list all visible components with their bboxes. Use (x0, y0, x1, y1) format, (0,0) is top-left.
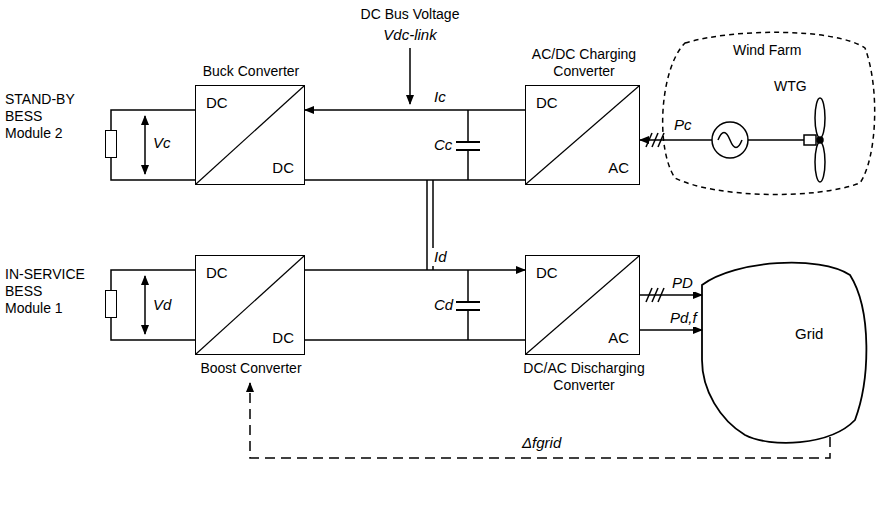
grid-cloud: Grid (700, 260, 870, 445)
port-type: DC (536, 264, 558, 281)
capacitor-plate (456, 301, 480, 303)
hub (817, 137, 823, 143)
capacitor-label: Cc (434, 136, 452, 153)
dc-link-tie (426, 180, 428, 270)
voltage-symbol: Vc (153, 134, 171, 151)
converter-box: AC/DC Charging ConverterDCAC (525, 85, 640, 185)
grid-boundary (702, 263, 866, 443)
power-connector (305, 269, 525, 271)
diagonal-line (526, 256, 639, 354)
diagonal-line (196, 256, 304, 354)
bus-wire (111, 318, 195, 340)
port-type: DC (206, 94, 228, 111)
generator-circle (712, 122, 748, 158)
grid-outline (700, 260, 870, 445)
power-connector (305, 109, 525, 111)
voltage-symbol: Vdc-link (360, 26, 460, 43)
turbine-label: WTG (774, 78, 807, 95)
diagonal-line (196, 86, 304, 184)
bus-wire (111, 158, 195, 180)
wind-turbine: WTG (712, 78, 852, 190)
capacitor-plate (456, 141, 480, 143)
power-connector (640, 139, 712, 141)
converter-box: Boost ConverterDCDC (195, 255, 305, 355)
converter-box: Buck ConverterDCDC (195, 85, 305, 185)
flow-label: Pc (672, 116, 694, 134)
turbine-drawing (712, 78, 852, 190)
battery-module: STAND-BY BESS Module 2 (105, 130, 117, 158)
nacelle (804, 135, 816, 145)
power-connector (111, 110, 195, 130)
port-type: DC (272, 159, 294, 176)
flow-label: Id (432, 248, 449, 266)
pointer-arrow (409, 48, 411, 104)
shaft-line (748, 139, 808, 141)
bus-wire (305, 339, 525, 341)
voltage-arrow (144, 276, 146, 334)
feedback-signal (250, 383, 830, 458)
blade (815, 142, 825, 182)
port-type: DC (206, 264, 228, 281)
module-label: IN-SERVICE BESS Module 1 (5, 266, 89, 317)
converter-title: AC/DC Charging Converter (519, 46, 649, 80)
capacitor-lead (467, 150, 469, 180)
voltage-arrow (144, 116, 146, 174)
capacitor-lead (467, 270, 469, 302)
diagonal-line (526, 86, 639, 184)
port-type: DC (272, 329, 294, 346)
region-label: Wind Farm (733, 42, 801, 59)
flow-label: Pd,f (668, 309, 699, 327)
turbine-symbol (712, 98, 825, 182)
flow-label: PD (670, 274, 695, 292)
converter-title: Boost Converter (186, 360, 316, 377)
module-label: STAND-BY BESS Module 2 (5, 91, 89, 142)
bus-voltage-title: DC Bus Voltage (330, 6, 490, 23)
capacitor-label: Cd (434, 296, 453, 313)
power-connector (640, 294, 702, 296)
flow-label: Ic (432, 88, 448, 106)
converter-title: Buck Converter (186, 63, 316, 80)
bus-wire (305, 179, 525, 181)
battery-module: IN-SERVICE BESS Module 1 (105, 290, 117, 318)
generator-wave (718, 133, 742, 148)
capacitor-lead (467, 110, 469, 142)
port-type: AC (608, 329, 629, 346)
voltage-symbol: Vd (153, 296, 171, 313)
flow-label: Δfgrid (520, 434, 563, 452)
power-connector (640, 329, 702, 331)
grid-label: Grid (795, 325, 823, 342)
converter-box: DC/AC Discharging ConverterDCAC (525, 255, 640, 355)
dashed-boundary (663, 32, 875, 194)
port-type: AC (608, 159, 629, 176)
capacitor-lead (467, 310, 469, 340)
port-type: DC (536, 94, 558, 111)
power-connector (111, 270, 195, 290)
converter-title: DC/AC Discharging Converter (514, 360, 654, 394)
blade (815, 98, 825, 138)
wind-farm-region: Wind FarmWTG (655, 28, 878, 198)
